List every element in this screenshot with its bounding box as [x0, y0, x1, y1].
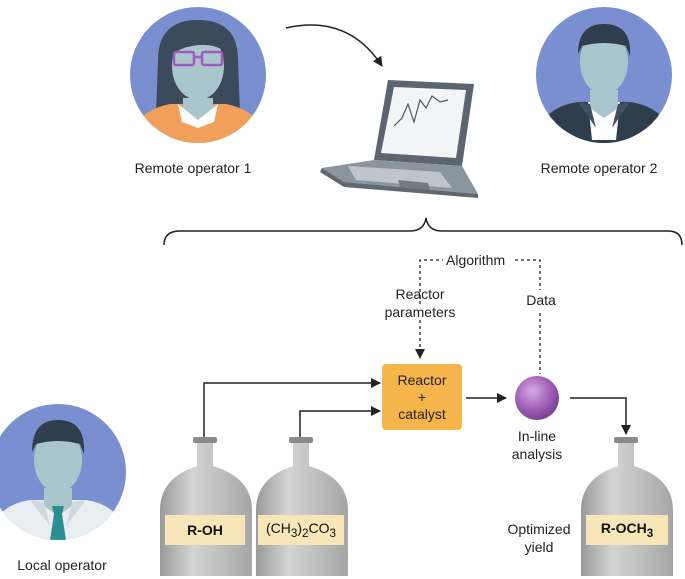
inline-analysis-sphere	[515, 376, 559, 420]
glasses-icon	[172, 50, 224, 67]
remote-operator-1-label: Remote operator 1	[134, 160, 252, 176]
carbonate-flask	[256, 437, 348, 576]
roh-flask	[160, 437, 252, 576]
roh-feed-line	[203, 378, 381, 437]
product-flask	[581, 437, 673, 576]
reactor-parameters-label: Reactor parameters	[384, 286, 456, 320]
carbonate-flask-label: (CH3)2CO3	[258, 515, 344, 545]
feedback-loop	[419, 259, 541, 374]
curved-arrow	[285, 24, 383, 67]
inline-analysis-label: In-line analysis	[511, 428, 563, 462]
remote-operator-1-avatar	[130, 7, 266, 143]
remote-operator-2-label: Remote operator 2	[540, 160, 658, 176]
algorithm-label: Algorithm	[446, 252, 506, 268]
laptop-icon	[320, 80, 478, 198]
optimized-yield-label: Optimized yield	[507, 521, 571, 555]
roh-flask-label: R-OH	[165, 515, 245, 545]
product-flask-label: R-OCH3	[586, 515, 668, 545]
remote-operator-2-avatar	[536, 7, 672, 143]
local-operator-label: Local operator	[17, 557, 107, 573]
analysis-to-product-line	[570, 397, 631, 435]
curly-brace	[163, 217, 683, 246]
reactor-params-arrowhead	[415, 349, 425, 359]
carbonate-feed-line	[299, 406, 381, 437]
reactor-catalyst-box: Reactor + catalyst	[382, 364, 462, 430]
local-operator-avatar	[0, 404, 126, 540]
data-label: Data	[526, 292, 556, 308]
